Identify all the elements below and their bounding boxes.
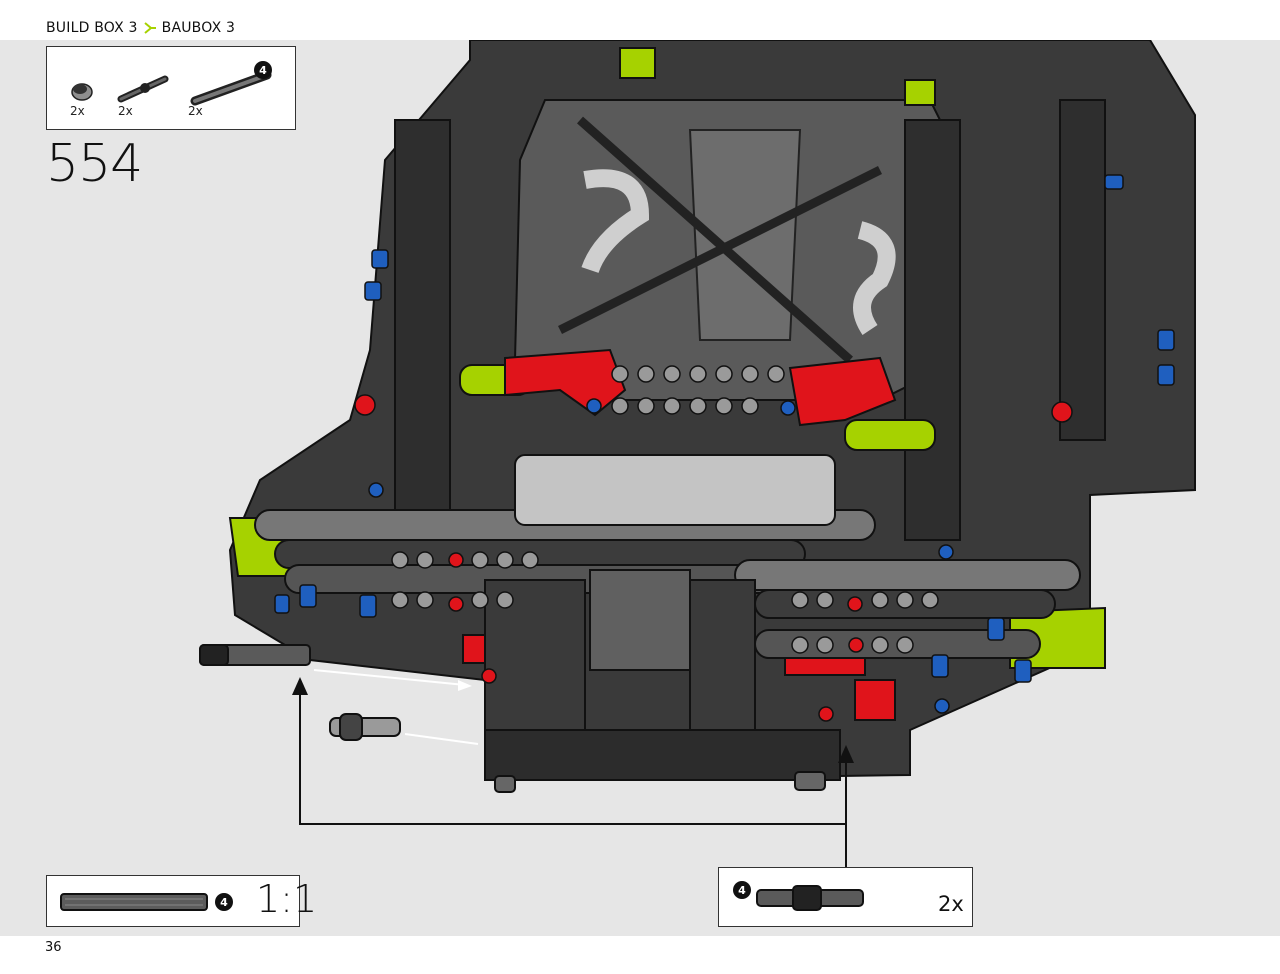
lego-model-illustration — [199, 40, 1196, 867]
axle-4-icon — [190, 70, 272, 106]
bush-icon — [71, 83, 93, 101]
chevron-right-icon — [144, 22, 156, 34]
parts-qty-2: 2x — [118, 104, 133, 118]
parts-qty-3: 2x — [188, 104, 203, 118]
pin-insert-bottom — [329, 713, 401, 741]
axle-with-bush-icon — [756, 885, 918, 911]
parts-list-box: 2x 2x 2x 4 — [46, 46, 296, 130]
length-badge: 4 — [254, 61, 272, 79]
breadcrumb: BUILD BOX 3 BAUBOX 3 — [46, 20, 235, 36]
step-number: 554 — [46, 134, 143, 194]
page-number: 36 — [45, 940, 62, 955]
callout-length-badge: 4 — [733, 881, 751, 899]
scale-reference-box: 4 — [46, 875, 300, 927]
parts-qty-1: 2x — [70, 104, 85, 118]
axle-pin-icon — [117, 75, 169, 103]
callout-quantity: 2x — [938, 892, 964, 916]
breadcrumb-baubox: BAUBOX 3 — [161, 20, 236, 36]
scale-length-badge: 4 — [215, 893, 233, 911]
scale-label: 1:1 — [256, 877, 318, 921]
page-header — [0, 0, 1280, 40]
breadcrumb-build-box: BUILD BOX 3 — [46, 20, 138, 36]
page-footer — [0, 936, 1280, 974]
axle-insert-top — [199, 644, 311, 666]
sub-assembly-callout: 4 — [718, 867, 973, 927]
axle-4-scale-icon — [60, 893, 208, 911]
